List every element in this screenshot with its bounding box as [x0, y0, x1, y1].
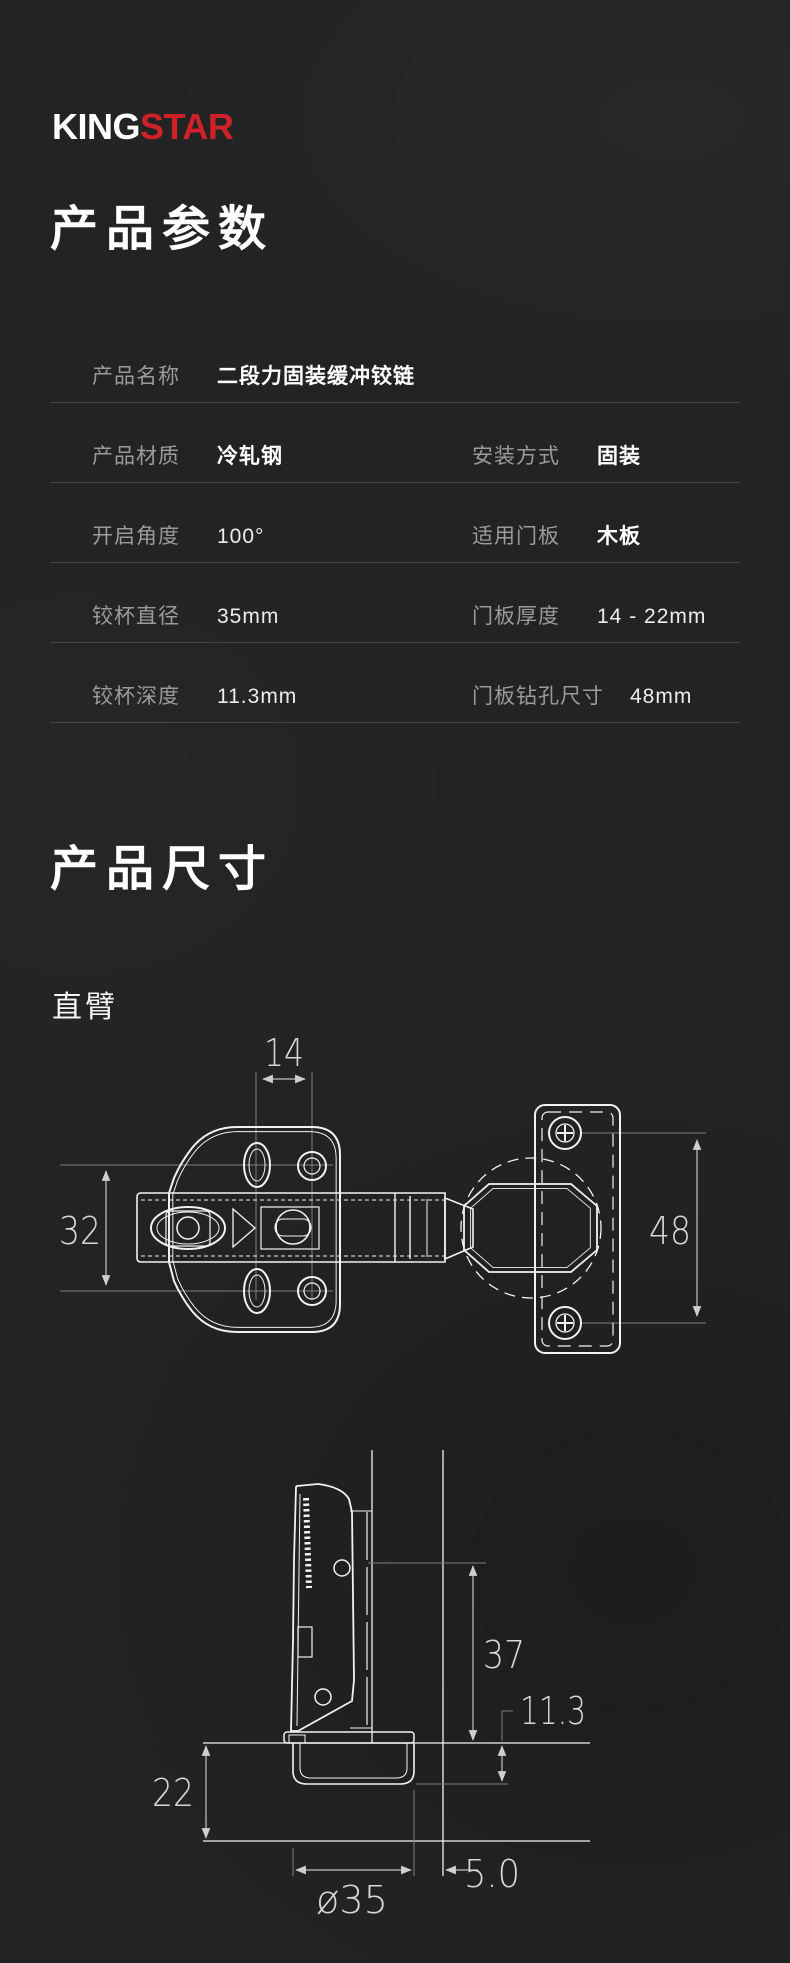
- hinge-cup-top: [460, 1157, 602, 1299]
- table-row: 产品材质 冷轧钢 安装方式 固装: [50, 403, 740, 483]
- dim-label-37: 37: [483, 1633, 525, 1677]
- top-view-drawing: 14 32 48: [59, 1031, 706, 1354]
- spec-cell-drill-size: 门板钻孔尺寸 48mm: [472, 680, 692, 710]
- top-view-dimension-lines: [101, 1074, 702, 1317]
- brand-logo-king: KING: [52, 106, 141, 147]
- side-view-dimension-lines: [201, 1565, 507, 1875]
- door-plate: [534, 1104, 621, 1354]
- spec-label: 产品名称: [92, 365, 180, 388]
- spec-cell-product-name: 产品名称 二段力固装缓冲铰链: [92, 360, 415, 390]
- brand-logo: KINGSTAR: [52, 106, 234, 147]
- spec-cell-door-thickness: 门板厚度 14 - 22mm: [472, 600, 706, 630]
- door-cross-section: [203, 1742, 590, 1842]
- top-view-extension-lines: [60, 1072, 706, 1324]
- spec-value: 14 - 22mm: [597, 605, 707, 628]
- spec-cell-door-type: 适用门板 木板: [472, 520, 641, 550]
- spec-cell-mount-type: 安装方式 固装: [472, 440, 641, 470]
- dim-label-5-0: 5.0: [464, 1852, 520, 1896]
- adjustment-mechanism: [150, 1206, 320, 1250]
- side-view-reference-lines: [371, 1450, 444, 1876]
- spec-value: 35mm: [217, 605, 280, 628]
- side-view-drawing: 22 37 11.3 ø35 5.0: [152, 1450, 590, 1922]
- spec-value: 冷轧钢: [217, 445, 283, 468]
- dim-label-cup-diameter: ø35: [316, 1878, 388, 1922]
- side-view-extension-lines: [292, 1562, 513, 1876]
- table-row: 铰杯深度 11.3mm 门板钻孔尺寸 48mm: [50, 643, 740, 723]
- spec-value: 木板: [597, 525, 641, 548]
- table-row: 开启角度 100° 适用门板 木板: [50, 483, 740, 563]
- spec-value: 固装: [597, 445, 641, 468]
- spec-cell-cup-depth: 铰杯深度 11.3mm: [92, 680, 297, 710]
- hinge-side-profile: [283, 1483, 415, 1744]
- mounting-plate: [168, 1126, 341, 1333]
- spec-value: 11.3mm: [217, 685, 298, 708]
- section-title-parameters: 产品参数: [50, 203, 275, 256]
- spec-value: 48mm: [630, 685, 693, 708]
- dim-label-14: 14: [264, 1031, 304, 1075]
- dim-label-48: 48: [649, 1209, 691, 1253]
- screw-icon: [548, 1116, 582, 1150]
- spec-label: 产品材质: [92, 445, 180, 468]
- brand-logo-star: STAR: [140, 106, 234, 147]
- screw-icon: [548, 1306, 582, 1340]
- dim-label-22: 22: [152, 1771, 194, 1815]
- spec-cell-cup-diameter: 铰杯直径 35mm: [92, 600, 279, 630]
- spec-label: 铰杯直径: [92, 605, 180, 628]
- spec-label: 适用门板: [472, 525, 560, 548]
- table-row: 产品名称 二段力固装缓冲铰链: [50, 323, 740, 403]
- spec-table: 产品名称 二段力固装缓冲铰链 产品材质 冷轧钢 安装方式 固装 开启角度 100…: [50, 323, 740, 723]
- spec-label: 门板钻孔尺寸: [472, 685, 604, 708]
- drawing-subtitle-straight-arm: 直臂: [52, 991, 118, 1024]
- table-row: 铰杯直径 35mm 门板厚度 14 - 22mm: [50, 563, 740, 643]
- spec-label: 开启角度: [92, 525, 180, 548]
- spec-label: 门板厚度: [472, 605, 560, 628]
- dim-label-11-3: 11.3: [520, 1689, 586, 1733]
- spec-value: 100°: [217, 525, 265, 548]
- spec-value: 二段力固装缓冲铰链: [217, 365, 415, 388]
- dim-label-32: 32: [59, 1209, 101, 1253]
- spec-label: 安装方式: [472, 445, 560, 468]
- spec-cell-open-angle: 开启角度 100°: [92, 520, 264, 550]
- spec-label: 铰杯深度: [92, 685, 180, 708]
- hinge-base-bar: [136, 1192, 446, 1263]
- section-title-dimensions: 产品尺寸: [50, 843, 275, 896]
- spec-cell-material: 产品材质 冷轧钢: [92, 440, 283, 470]
- hinge-cup-side: [292, 1743, 415, 1785]
